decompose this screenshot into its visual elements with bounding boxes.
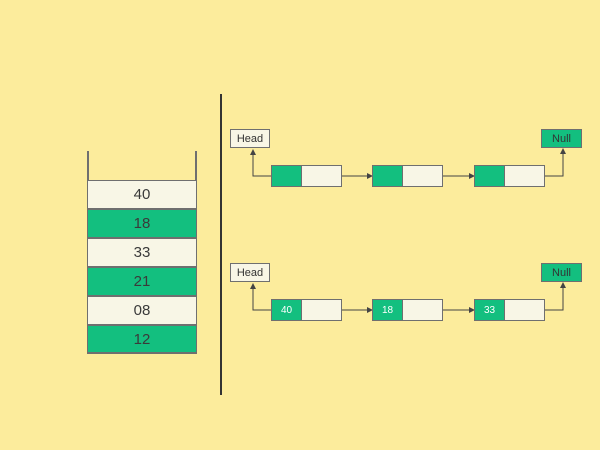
stack-cell-6: 12 [87, 325, 197, 354]
vertical-divider [220, 94, 222, 395]
bottom-head-connector [250, 283, 271, 311]
bottom-head-label: Head [236, 266, 264, 279]
top-head-box: Head [230, 129, 270, 148]
top-node-3 [474, 165, 545, 187]
top-node-1 [271, 165, 342, 187]
node-value: 18 [381, 304, 394, 316]
node-value: 40 [280, 304, 293, 316]
node-next-cell [403, 166, 442, 186]
top-head-label: Head [236, 132, 264, 145]
stack-cell-3: 33 [87, 238, 197, 267]
top-null-label: Null [552, 132, 571, 145]
top-node-2 [372, 165, 443, 187]
bottom-head-box: Head [230, 263, 270, 282]
node-next-cell [505, 300, 544, 320]
bottom-null-box: Null [541, 263, 582, 282]
bottom-null-label: Null [552, 266, 571, 279]
node-next-cell [302, 300, 341, 320]
stack-cell-value: 40 [133, 186, 151, 203]
stack-cell-value: 12 [133, 331, 151, 348]
node-value: 33 [483, 304, 496, 316]
top-null-box: Null [541, 129, 582, 148]
node-data-cell: 18 [373, 300, 403, 320]
bottom-null-connector [545, 282, 566, 311]
stack-cell-4: 21 [87, 267, 197, 296]
stack-cell-value: 33 [133, 244, 151, 261]
stack-cell-value: 08 [133, 302, 151, 319]
node-next-cell [403, 300, 442, 320]
stack-bottom-wall [87, 352, 197, 354]
node-data-cell: 33 [475, 300, 505, 320]
stack-cell-value: 18 [133, 215, 151, 232]
stack-cell-5: 08 [87, 296, 197, 325]
node-data-cell: 40 [272, 300, 302, 320]
top-head-connector [250, 149, 271, 177]
node-next-cell [302, 166, 341, 186]
top-null-connector [545, 148, 566, 177]
bottom-node-2: 18 [372, 299, 443, 321]
bottom-node-3: 33 [474, 299, 545, 321]
node-data-cell [373, 166, 403, 186]
node-data-cell [272, 166, 302, 186]
stack-cell-2: 18 [87, 209, 197, 238]
bottom-node-1: 40 [271, 299, 342, 321]
node-next-cell [505, 166, 544, 186]
stack-cell-value: 21 [133, 273, 151, 290]
node-data-cell [475, 166, 505, 186]
stack-cell-1: 40 [87, 180, 197, 209]
stack-container: 40 18 33 21 08 12 [87, 151, 197, 354]
